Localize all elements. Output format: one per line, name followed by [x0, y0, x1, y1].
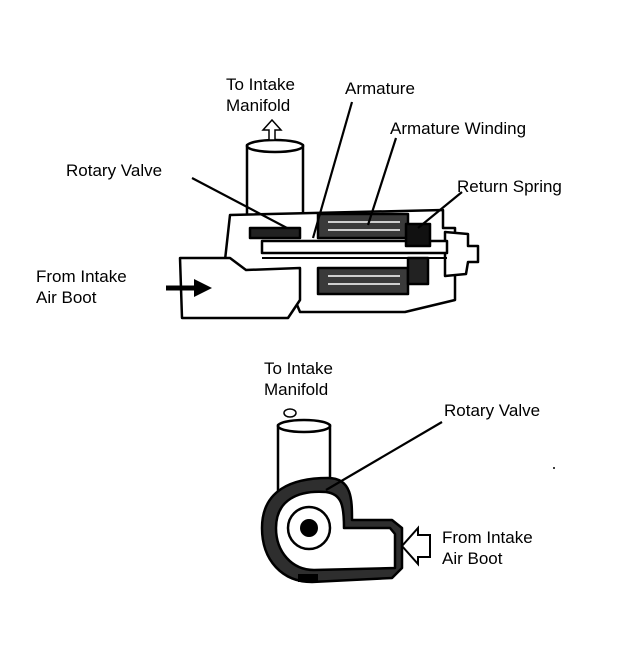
inlet-arrow-top — [166, 279, 212, 297]
leader-rotary-valve-top — [191, 177, 288, 229]
return-spring — [404, 222, 432, 248]
label-to-intake-manifold-top: To Intake Manifold — [226, 74, 295, 116]
outlet-arrow-bottom — [283, 408, 297, 418]
inlet-arrow-bottom — [400, 525, 431, 567]
label-from-intake-air-boot-top: From Intake Air Boot — [36, 266, 127, 308]
outlet-tube-rim — [245, 138, 305, 154]
armature-winding-upper — [316, 212, 410, 240]
label-line: To Intake — [264, 359, 333, 378]
label-armature-winding: Armature Winding — [390, 119, 527, 138]
label-line: Air Boot — [36, 288, 97, 307]
mounting-foot — [298, 574, 318, 582]
leader-armature-winding — [366, 137, 398, 226]
connector-end — [443, 230, 480, 278]
outlet-arrow-top — [261, 118, 283, 141]
label-line: From Intake — [442, 528, 533, 547]
top-valve-assembly — [178, 138, 480, 320]
label-armature: Armature — [345, 79, 415, 98]
leader-rotary-valve-bottom — [325, 421, 443, 491]
armature-winding-lower — [316, 266, 410, 296]
inlet-duct — [178, 256, 302, 320]
label-line: Manifold — [264, 380, 329, 399]
pole-piece — [406, 256, 430, 286]
label-rotary-valve-top: Rotary Valve — [66, 161, 163, 180]
label-line: From Intake — [36, 267, 127, 286]
bottom-valve-assembly — [260, 418, 404, 584]
label-line: To Intake — [226, 75, 295, 94]
label-line: Air Boot — [442, 549, 503, 568]
label-line: Manifold — [226, 96, 291, 115]
speck — [553, 467, 555, 469]
outlet-tube-bottom-rim — [276, 418, 332, 434]
label-to-intake-manifold-bottom: To Intake Manifold — [264, 358, 333, 400]
rotary-valve-shaft — [300, 519, 318, 537]
top-leader-lines — [191, 101, 463, 239]
leader-return-spring — [417, 191, 463, 229]
leader-armature — [311, 101, 354, 239]
armature-shaft — [260, 239, 449, 255]
label-rotary-valve-bottom: Rotary Valve — [444, 401, 541, 420]
rotary-valve-chamber — [248, 226, 302, 240]
label-from-intake-air-boot-bottom: From Intake Air Boot — [442, 527, 533, 569]
label-return-spring: Return Spring — [457, 177, 562, 196]
